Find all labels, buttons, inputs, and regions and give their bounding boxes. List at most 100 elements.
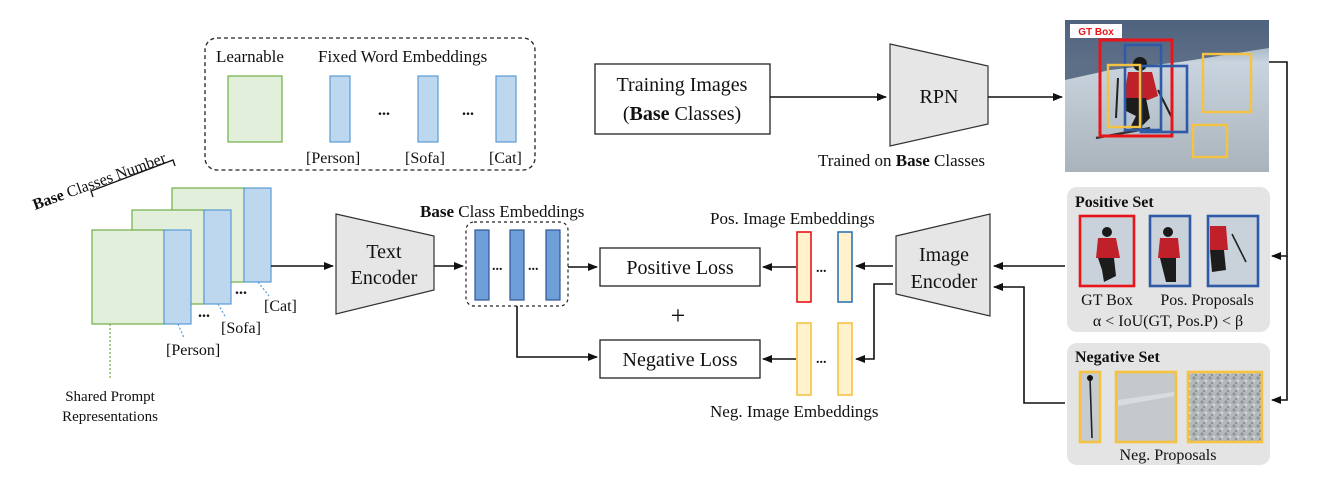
image-encoder-label-line1: Image bbox=[919, 244, 969, 266]
text-encoder: Text Encoder bbox=[335, 213, 435, 315]
stack-ellipsis-2: ... bbox=[235, 281, 247, 298]
rpn-block: RPN bbox=[889, 43, 989, 147]
proposals-to-negative-set-arrow bbox=[1271, 256, 1288, 404]
fixed-word-embeddings-label: Fixed Word Embeddings bbox=[318, 47, 487, 66]
iou-condition-caption: α < IoU(GT, Pos.P) < β bbox=[1093, 313, 1243, 330]
negative-loss-box: Negative Loss bbox=[599, 339, 761, 379]
prompt-box-border bbox=[204, 37, 536, 171]
image-encoder-label-line2: Encoder bbox=[911, 271, 978, 293]
gt-crop-jacket-icon bbox=[1096, 238, 1120, 258]
text-encoder-label-line2: Encoder bbox=[351, 267, 418, 289]
gt-crop-border bbox=[1078, 214, 1136, 288]
prompt-layer-sofa-embedding bbox=[203, 209, 232, 305]
neg-image-embeddings-label: Neg. Image Embeddings bbox=[710, 402, 879, 421]
neg-proposals-caption: Neg. Proposals bbox=[1120, 447, 1217, 464]
prompt-definition-box: Learnable Fixed Word Embeddings ... ... … bbox=[204, 37, 536, 171]
neg-crop-1-glove-icon bbox=[1087, 375, 1093, 381]
class-embedding-person bbox=[474, 229, 490, 301]
person-label-leader bbox=[177, 323, 185, 339]
negative-set-to-image-encoder-arrow bbox=[993, 283, 1065, 404]
rpn-proposals-image: GT Box bbox=[1065, 20, 1269, 172]
training-images-line2: (Base Classes) bbox=[623, 103, 741, 125]
neg-crop-1-pole-icon bbox=[1089, 377, 1093, 439]
proposals-to-positive-set-arrow bbox=[1269, 61, 1288, 260]
rpn-label: RPN bbox=[920, 86, 959, 108]
pos-crop-1-legs-icon bbox=[1160, 258, 1176, 282]
prompt-person-label: [Person] bbox=[306, 150, 360, 167]
learnable-label: Learnable bbox=[216, 47, 284, 66]
neg-proposal-crop-2 bbox=[1116, 372, 1176, 442]
negative-image-embeddings: ... bbox=[796, 322, 853, 396]
proposal-box-yellow-3 bbox=[1191, 123, 1229, 159]
neg-crop-2-snow-streak bbox=[1118, 392, 1174, 406]
pos-embedding-proposal bbox=[837, 231, 853, 303]
prompt-layer-cat-embedding bbox=[243, 187, 272, 283]
negative-loss-label: Negative Loss bbox=[623, 349, 738, 371]
negative-set-panel: Negative Set Neg. Proposals bbox=[1067, 343, 1270, 465]
proposal-box-yellow-1 bbox=[1106, 63, 1142, 129]
pos-crop-1-jacket-icon bbox=[1158, 238, 1180, 258]
neg-embedding-ellipsis: ... bbox=[816, 352, 827, 367]
neg-proposal-crop-3 bbox=[1188, 372, 1262, 442]
prompt-ellipsis-1: ... bbox=[378, 102, 390, 119]
skier-legs-icon bbox=[1124, 98, 1150, 130]
learnable-prompt-block bbox=[227, 75, 283, 143]
base-class-embeddings: Base Class Embeddings ... ... bbox=[420, 202, 584, 307]
prompt-ellipsis-2: ... bbox=[462, 102, 474, 119]
prompt-layer-person-embedding bbox=[163, 229, 192, 325]
pos-proposal-crop-2-border bbox=[1206, 214, 1260, 288]
class-embeddings-dashed-box bbox=[465, 221, 569, 307]
pos-embedding-gt bbox=[796, 231, 812, 303]
rpn-trained-on-label: Trained on Base Classes bbox=[818, 151, 985, 170]
stacked-prompt-representations: Base Classes Number ... ... [Cat] [Sofa]… bbox=[31, 150, 297, 425]
training-images-rect bbox=[594, 63, 771, 135]
class-embedding-ellipsis-2: ... bbox=[528, 259, 539, 274]
negative-loss-rect bbox=[599, 339, 761, 379]
class-embedding-ellipsis-1: ... bbox=[492, 259, 503, 274]
pos-crop-2-jacket-icon bbox=[1210, 226, 1228, 250]
neg-embedding-1 bbox=[796, 322, 812, 396]
base-class-embeddings-title: Base Class Embeddings bbox=[420, 202, 584, 221]
positive-loss-rect bbox=[599, 247, 761, 287]
sofa-label-leader bbox=[217, 303, 227, 319]
gt-box-caption: GT Box bbox=[1081, 292, 1133, 309]
neg-proposal-crop-3-border bbox=[1186, 370, 1264, 444]
pos-crop-2-pole-icon bbox=[1231, 233, 1247, 263]
shared-prompt-label-line1: Shared Prompt bbox=[65, 389, 155, 405]
classes-number-bracket bbox=[90, 159, 176, 198]
gt-box-badge bbox=[1070, 24, 1122, 38]
neg-proposal-crop-1-border bbox=[1078, 370, 1102, 444]
text-encoder-label-line1: Text bbox=[366, 241, 402, 263]
shared-prompt-label-line2: Representations bbox=[62, 409, 158, 425]
pos-crop-2-legs-icon bbox=[1210, 250, 1226, 272]
sofa-word-embedding bbox=[417, 75, 439, 143]
training-images-box: Training Images (Base Classes) bbox=[594, 63, 771, 135]
class-embedding-sofa bbox=[509, 229, 525, 301]
base-classes-number-label: Base Classes Number bbox=[31, 150, 169, 214]
class-embeddings-to-negative-loss-arrow bbox=[516, 306, 598, 361]
cat-word-embedding bbox=[495, 75, 517, 143]
neg-proposal-crop-1 bbox=[1080, 372, 1100, 442]
person-word-embedding bbox=[329, 75, 351, 143]
stack-cat-label: [Cat] bbox=[264, 298, 297, 315]
prompt-sofa-label: [Sofa] bbox=[405, 150, 445, 167]
gt-box-overlay bbox=[1098, 38, 1174, 138]
neg-proposal-crop-2-border bbox=[1114, 370, 1178, 444]
pos-embedding-ellipsis: ... bbox=[816, 261, 827, 276]
image-encoder: Image Encoder bbox=[895, 213, 991, 317]
prompt-layer-person-learnable bbox=[91, 229, 165, 325]
rpn-shape bbox=[889, 43, 989, 147]
pos-crop-1-head-icon bbox=[1163, 227, 1173, 237]
class-embedding-cat bbox=[545, 229, 561, 301]
positive-loss-box: Positive Loss bbox=[599, 247, 761, 287]
positive-set-title: Positive Set bbox=[1075, 194, 1154, 211]
gt-crop-legs-icon bbox=[1098, 258, 1116, 282]
pos-proposal-crop-1-border bbox=[1148, 214, 1192, 288]
prompt-cat-label: [Cat] bbox=[489, 150, 522, 167]
image-encoder-to-neg-embeddings-arrow bbox=[855, 283, 893, 363]
positive-loss-label: Positive Loss bbox=[626, 257, 733, 279]
pos-proposals-caption: Pos. Proposals bbox=[1160, 292, 1253, 309]
stack-ellipsis-1: ... bbox=[198, 304, 210, 321]
negative-set-title: Negative Set bbox=[1075, 349, 1161, 366]
